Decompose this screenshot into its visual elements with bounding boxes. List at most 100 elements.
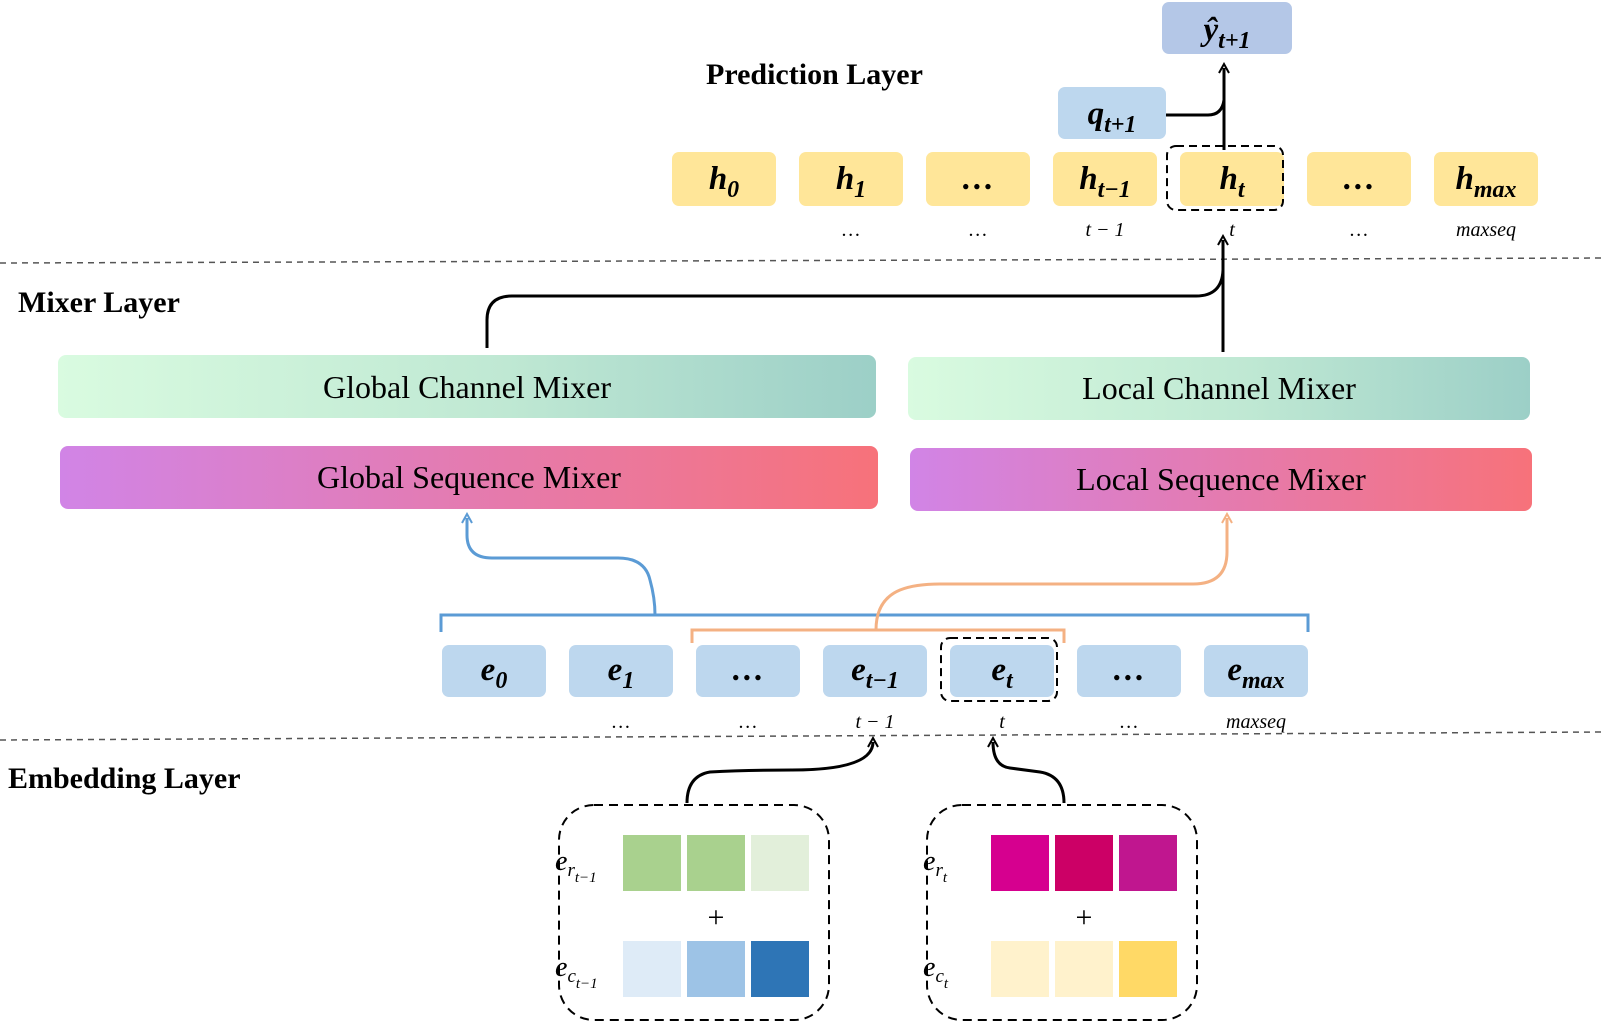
token-label: emax	[1227, 652, 1284, 694]
hidden-index-label: t	[1229, 219, 1235, 241]
local-channel-mixer: Local Channel Mixer	[908, 357, 1530, 420]
global-channel-mixer: Global Channel Mixer	[58, 355, 876, 418]
embedding-index-label: maxseq	[1226, 711, 1286, 733]
label-base: e	[555, 846, 567, 877]
svg-text:Global Channel Mixer: Global Channel Mixer	[323, 369, 611, 405]
concept-embedding-cell	[991, 941, 1049, 997]
token-label: h1	[836, 161, 866, 203]
token-label: …	[962, 161, 995, 197]
rating-embedding-cell	[991, 835, 1049, 891]
embedding-index-row: … … t − 1 t … maxseq	[612, 711, 1286, 733]
hidden-index-label: …	[969, 219, 987, 241]
label-base: e	[923, 846, 935, 877]
global-sequence-mixer: Global Sequence Mixer	[60, 446, 878, 509]
token-label: et	[991, 652, 1014, 694]
token-symbol: e	[481, 652, 496, 688]
token-label: ht−1	[1079, 161, 1131, 203]
global-mixer-to-ht-arrow	[485, 240, 1223, 348]
token-subscript: 1	[854, 177, 866, 203]
token-symbol: h	[1219, 161, 1237, 197]
concept-embedding-cell	[623, 941, 681, 997]
separator-bottom	[0, 731, 1605, 741]
svg-text:ŷt+1: ŷt+1	[1200, 12, 1251, 54]
embedding-index-label: …	[739, 711, 757, 733]
rating-embedding-cell	[1119, 835, 1177, 891]
embedding-token: emax	[1204, 645, 1308, 697]
hidden-token: hmax	[1434, 152, 1538, 206]
hidden-token: ht−1	[1053, 152, 1157, 206]
token-label: e1	[608, 652, 635, 694]
group-to-et-arrow	[993, 742, 1066, 804]
token-label: et−1	[851, 652, 899, 694]
token-label: …	[1343, 161, 1376, 197]
svg-text:Local Sequence Mixer: Local Sequence Mixer	[1076, 461, 1366, 497]
token-subscript: 0	[727, 177, 739, 203]
query-node: qt+1	[1058, 87, 1166, 139]
token-symbol: h	[1455, 161, 1473, 197]
token-symbol: …	[732, 652, 765, 688]
token-label: h0	[709, 161, 739, 203]
global-bracket-arrow	[467, 518, 657, 616]
local-bracket	[690, 628, 1066, 643]
prediction-layer-title: Prediction Layer	[706, 58, 923, 91]
embedding-token: e1	[569, 645, 673, 697]
hidden-token-box	[1053, 152, 1157, 206]
label-sub2: t	[943, 870, 948, 886]
concept-embedding-cell	[687, 941, 745, 997]
token-subscript: max	[1242, 668, 1285, 694]
label-sub2: t	[944, 976, 949, 992]
hidden-token-box	[672, 152, 776, 206]
group-to-et-1-arrow	[685, 742, 873, 804]
embedding-token-box	[569, 645, 673, 697]
mixer-layer-title: Mixer Layer	[18, 286, 180, 319]
token-symbol: …	[962, 161, 995, 197]
token-subscript: max	[1474, 177, 1517, 203]
token-label: …	[1113, 652, 1146, 688]
plus-sign: +	[708, 901, 725, 934]
token-subscript: t−1	[866, 668, 899, 694]
token-symbol: e	[608, 652, 623, 688]
output-subscript: t+1	[1218, 28, 1250, 54]
hidden-index-label: t − 1	[1085, 219, 1124, 241]
label-base: e	[555, 952, 567, 983]
embedding-token: …	[1077, 645, 1181, 697]
et-highlight-frame	[940, 637, 1058, 702]
plus-sign: +	[1076, 901, 1093, 934]
query-to-output-arrow	[1166, 68, 1224, 117]
hidden-index-label: …	[842, 219, 860, 241]
hidden-token-box	[1180, 152, 1284, 206]
query-subscript: t+1	[1104, 112, 1136, 138]
embedding-token: et	[950, 645, 1054, 697]
label-sub2: t−1	[576, 976, 598, 992]
label-sub: c	[567, 966, 576, 987]
ht-highlight-frame	[1166, 145, 1284, 211]
hidden-token-box	[799, 152, 903, 206]
embedding-component-label: ert−1	[555, 846, 597, 886]
hidden-token-box	[1434, 152, 1538, 206]
embedding-token-box	[442, 645, 546, 697]
token-subscript: 0	[495, 668, 507, 694]
svg-text:Local Channel Mixer: Local Channel Mixer	[1082, 370, 1356, 406]
embedding-token-box	[1077, 645, 1181, 697]
token-label: ht	[1219, 161, 1245, 203]
token-symbol: e	[851, 652, 866, 688]
token-subscript: 1	[622, 668, 634, 694]
separator-top	[0, 257, 1605, 264]
embedding-index-label: …	[1120, 711, 1138, 733]
hidden-token-box	[926, 152, 1030, 206]
embedding-index-label: t	[999, 711, 1005, 733]
token-label: e0	[481, 652, 508, 694]
output-symbol: ŷ	[1200, 12, 1219, 48]
rating-embedding-cell	[623, 835, 681, 891]
embedding-token-box	[696, 645, 800, 697]
token-symbol: e	[991, 652, 1006, 688]
concept-embedding-cell	[1055, 941, 1113, 997]
embedding-index-label: t − 1	[855, 711, 894, 733]
local-sequence-mixer: Local Sequence Mixer	[910, 448, 1532, 511]
hidden-token-box	[1307, 152, 1411, 206]
token-subscript: t	[1238, 177, 1246, 203]
embedding-index-label: …	[612, 711, 630, 733]
